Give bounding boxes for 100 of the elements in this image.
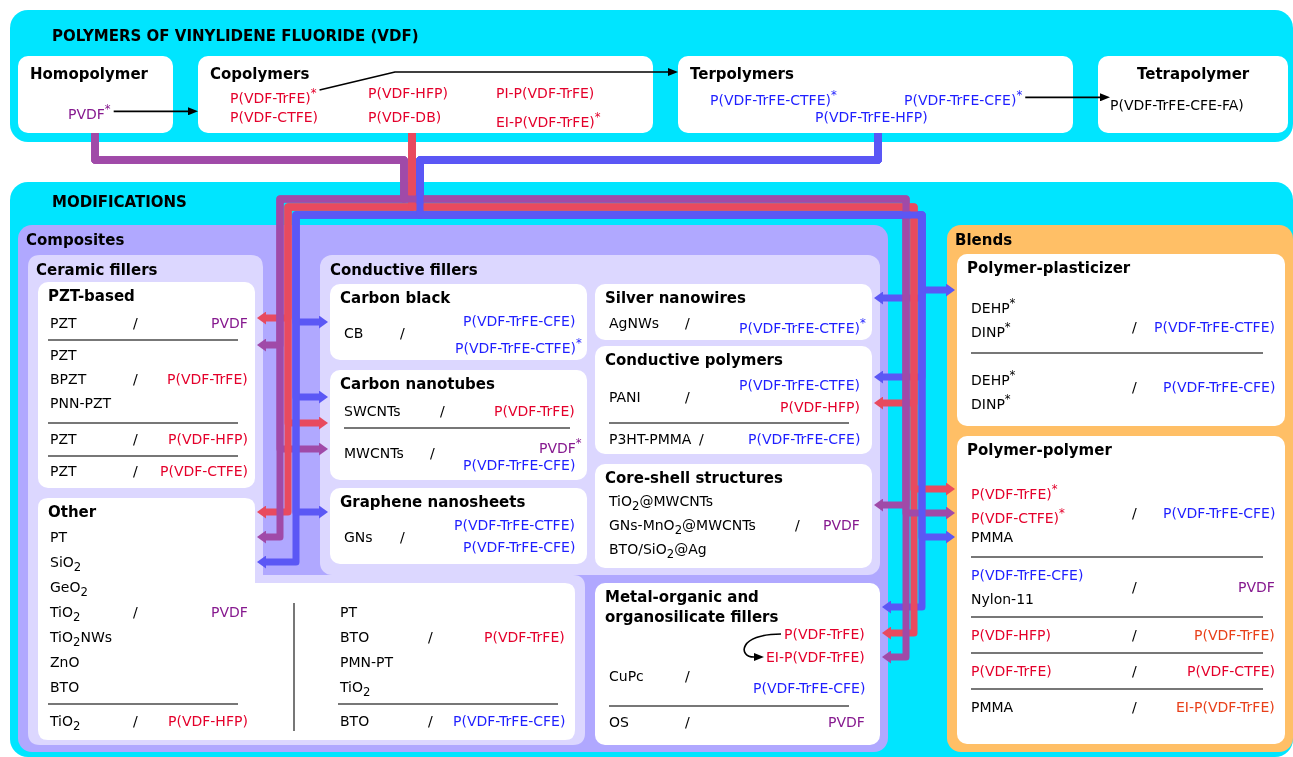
material-box — [330, 370, 587, 480]
material-label: TiO$_{2}$ — [340, 678, 371, 701]
slash-separator: / — [133, 370, 138, 388]
material-label: PVDF — [823, 516, 860, 534]
box-title: Core-shell structures — [605, 468, 783, 488]
material-label: OS — [609, 713, 629, 731]
material-label: PMMA — [971, 698, 1014, 716]
material-label: BTO/SiO$_{2}$@Ag — [609, 540, 707, 563]
slash-separator: / — [1132, 504, 1137, 522]
box-title: Polymer-polymer — [967, 440, 1112, 460]
polymer-label: EI-P(VDF-TrFE) — [766, 648, 865, 666]
material-label: PT — [340, 603, 357, 621]
material-box — [38, 282, 255, 488]
material-label: SiO$_{2}$ — [50, 553, 82, 576]
box-title: Polymer-plasticizer — [967, 258, 1131, 278]
material-label: P(VDF-TrFE-CTFE)$^{*}$ — [455, 335, 582, 357]
material-label: MWCNTs — [344, 444, 404, 462]
material-label: EI-P(VDF-TrFE) — [1176, 698, 1275, 716]
box-title: Terpolymers — [690, 64, 794, 84]
material-label: GeO$_{2}$ — [50, 578, 88, 601]
arrow — [1024, 93, 1110, 102]
group-box — [678, 56, 1073, 133]
material-label: P(VDF-HFP) — [780, 398, 860, 416]
material-label: PANI — [609, 388, 641, 406]
material-label: P(VDF-TrFE-CFE) — [748, 430, 861, 448]
panel-title: MODIFICATIONS — [52, 192, 187, 212]
group-box — [18, 56, 173, 133]
group-box — [198, 56, 653, 133]
panel-title: POLYMERS OF VINYLIDENE FLUORIDE (VDF) — [52, 26, 419, 46]
material-box — [330, 488, 587, 564]
material-label: P(VDF-TrFE-CFE) — [753, 679, 866, 697]
box-title: Carbon nanotubes — [340, 374, 495, 394]
polymer-label: P(VDF-TrFE) — [784, 625, 865, 643]
box-title: Silver nanowires — [605, 288, 746, 308]
slash-separator: / — [685, 314, 690, 332]
material-label: PVDF$^{*}$ — [539, 435, 582, 457]
material-label: P(VDF-TrFE) — [494, 402, 575, 420]
curved-arrow — [743, 633, 782, 661]
material-label: BTO — [340, 628, 370, 646]
box-title: Conductive polymers — [605, 350, 783, 370]
material-label: PVDF — [211, 314, 248, 332]
material-box — [957, 436, 1285, 744]
material-label: BTO — [50, 678, 80, 696]
box-title: Blends — [955, 230, 1013, 250]
box-title: Composites — [26, 230, 125, 250]
box-title: Copolymers — [210, 64, 310, 84]
material-label: P(VDF-TrFE) — [971, 662, 1052, 680]
material-label: Nylon-11 — [971, 590, 1034, 608]
material-label: CuPc — [609, 667, 644, 685]
polymer-label: P(VDF-DB) — [368, 108, 442, 126]
category-panel — [947, 225, 1293, 752]
category-panel — [10, 182, 1293, 757]
material-label: PVDF — [1238, 578, 1275, 596]
material-label: P(VDF-TrFE-CFE) — [971, 566, 1084, 584]
material-box — [595, 464, 872, 568]
box-title: Ceramic fillers — [36, 260, 158, 280]
material-label: P(VDF-TrFE-CTFE) — [454, 516, 575, 534]
material-label: GNs — [344, 528, 373, 546]
material-label: P(VDF-HFP) — [168, 712, 248, 730]
material-label: P(VDF-TrFE-CTFE) — [1154, 318, 1275, 336]
slash-separator: / — [400, 528, 405, 546]
arrow — [318, 68, 678, 91]
material-label: ZnO — [50, 653, 80, 671]
polymer-label: P(VDF-TrFE-CFE)$^{*}$ — [904, 86, 1023, 109]
material-label: PZT — [50, 462, 77, 480]
material-label: DINP$^{*}$ — [971, 391, 1011, 413]
category-panel — [18, 225, 888, 752]
material-label: TiO$_{2}$ — [50, 712, 81, 735]
polymer-label: EI-P(VDF-TrFE)$^{*}$ — [496, 108, 601, 131]
material-label: P(VDF-CTFE) — [160, 462, 249, 480]
polymer-label: P(VDF-HFP) — [368, 84, 448, 102]
material-label: P(VDF-TrFE) — [484, 628, 565, 646]
slash-separator: / — [1132, 578, 1137, 596]
box-title: Conductive fillers — [330, 260, 478, 280]
material-label: DINP$^{*}$ — [971, 319, 1011, 341]
material-label: TiO$_{2}$@MWCNTs — [609, 492, 714, 515]
slash-separator: / — [428, 628, 433, 646]
slash-separator: / — [133, 430, 138, 448]
material-box — [595, 346, 872, 454]
polymer-label: P(VDF-CTFE) — [230, 108, 319, 126]
material-label: PMMA — [971, 528, 1014, 546]
box-title: Carbon black — [340, 288, 451, 308]
slash-separator: / — [685, 388, 690, 406]
material-label: CB — [344, 324, 364, 342]
box-title: Other — [48, 502, 97, 522]
group-box — [1098, 56, 1288, 133]
material-label: TiO$_{2}$NWs — [50, 628, 113, 651]
material-label: P(VDF-TrFE)$^{*}$ — [971, 481, 1058, 503]
material-label: P(VDF-TrFE-CFE) — [1163, 378, 1276, 396]
slash-separator: / — [1132, 378, 1137, 396]
material-label: BPZT — [50, 370, 87, 388]
material-label: DEHP$^{*}$ — [971, 295, 1016, 317]
box-title: Metal-organic and organosilicate fillers — [605, 587, 780, 627]
box-title: Graphene nanosheets — [340, 492, 526, 512]
material-label: BTO — [340, 712, 370, 730]
material-box — [957, 254, 1285, 426]
material-label: P(VDF-TrFE-CTFE)$^{*}$ — [739, 315, 866, 337]
slash-separator: / — [133, 712, 138, 730]
material-label: P(VDF-HFP) — [971, 626, 1051, 644]
slash-separator: / — [795, 516, 800, 534]
